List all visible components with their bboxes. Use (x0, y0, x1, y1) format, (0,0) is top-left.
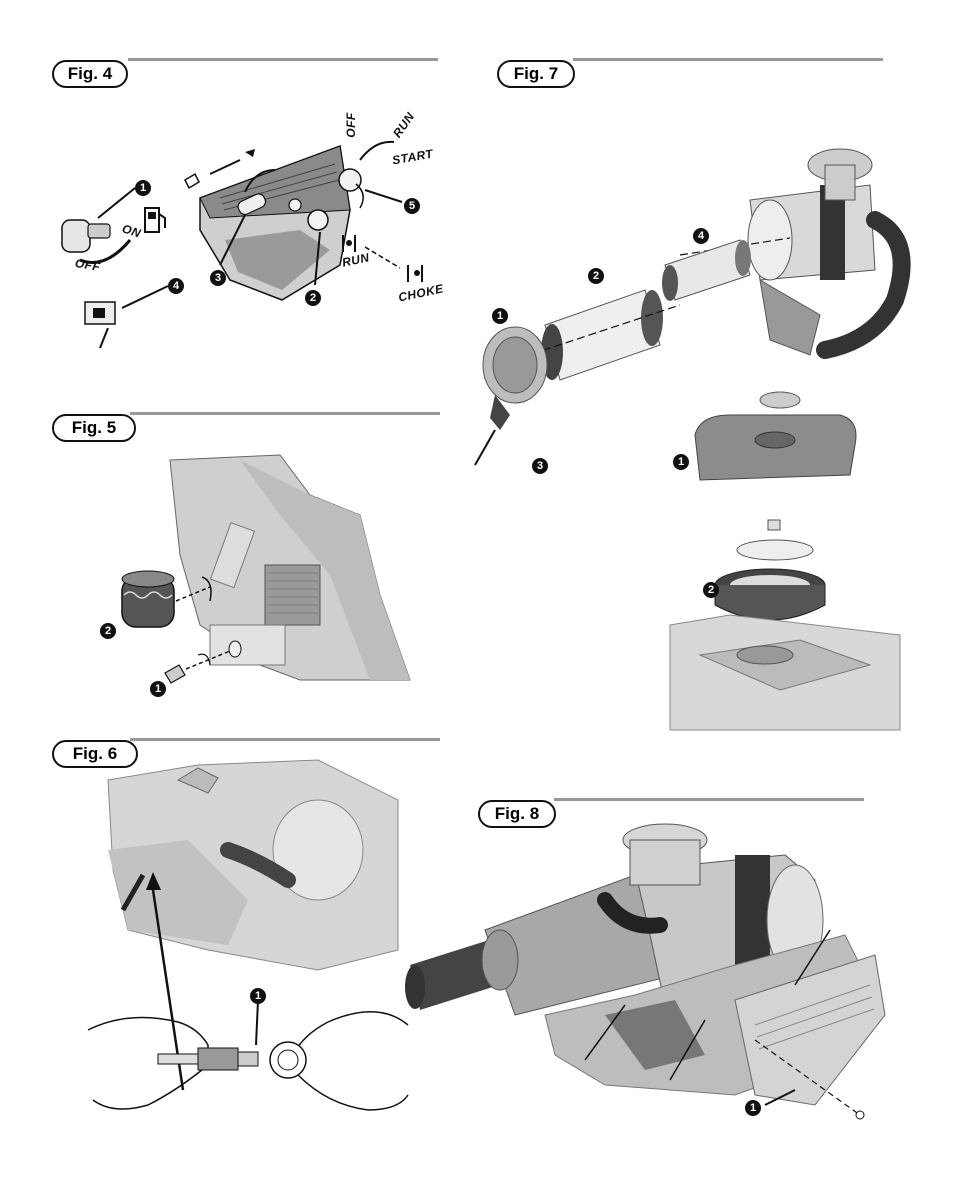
fig4-illustration: 1 2 3 4 5 ON OFF OFF RUN START RUN CHOKE (50, 90, 450, 350)
fig8-illustration: 1 (405, 815, 905, 1125)
fig5-callout-2: 2 (100, 623, 116, 639)
fuel-pump-icon (144, 207, 166, 233)
fig4-tab: Fig. 4 (52, 60, 128, 88)
drain-plug-icon (164, 640, 242, 684)
fig7-dual-element-drawing (669, 391, 901, 731)
fig5-tab: Fig. 5 (52, 414, 136, 442)
fig4-callout-5: 5 (404, 198, 420, 214)
fig4-callout-1: 1 (135, 180, 151, 196)
control-panel-icon (199, 144, 364, 301)
outer-filter-icon (541, 289, 663, 381)
toggle-switch-icon (84, 285, 169, 349)
fig4-drawing (61, 140, 423, 349)
gap-gauge-icon (269, 1041, 307, 1079)
fig5-illustration: 1 2 (100, 454, 411, 697)
fig7-air-filter-drawing (474, 148, 911, 466)
fig6-tab: Fig. 6 (52, 740, 138, 768)
fig5-drawing (121, 454, 411, 684)
muffler-icon (405, 874, 676, 1016)
cover-icon (694, 414, 857, 481)
air-cleaner-housing-icon (747, 148, 911, 359)
air-cleaner-cover-icon (482, 326, 548, 430)
fig7-air-filter-illustration: 1 2 3 4 (474, 140, 911, 480)
fig7-callout-1: 1 (492, 308, 508, 324)
throttle-symbol-icon (184, 149, 255, 190)
fig7-callout-2: 2 (588, 268, 604, 284)
fig7-callout-1b: 1 (673, 454, 689, 470)
fig8-rule (554, 798, 864, 801)
fig6-rule (130, 738, 440, 741)
fig7-tab: Fig. 7 (497, 60, 575, 88)
fig7-dual-element-illustration: 1 2 (669, 385, 901, 731)
fig6-illustration: 1 (87, 759, 409, 1135)
spark-plug-icon (157, 1047, 259, 1071)
fig4-rule (128, 58, 438, 61)
fig8-drawing (405, 823, 886, 1120)
fig8-tab: Fig. 8 (478, 800, 556, 828)
oil-filter-icon (121, 570, 175, 628)
fig6-callout-1: 1 (250, 988, 266, 1004)
run-choke-symbol-icon (342, 235, 423, 282)
fig7-callout-4: 4 (693, 228, 709, 244)
fig4-callout-3: 3 (210, 270, 226, 286)
fig7-callout-3: 3 (532, 458, 548, 474)
filter-ring-icon (714, 568, 826, 621)
fig4-callout-4: 4 (168, 278, 184, 294)
fig8-callout-1: 1 (745, 1100, 761, 1116)
key-switch-icon (61, 219, 132, 264)
fig7-rule (573, 58, 883, 61)
fig5-rule (130, 412, 440, 415)
engine-shroud-icon (734, 954, 886, 1106)
fig4-callout-2: 2 (305, 290, 321, 306)
fig7-callout-2b: 2 (703, 582, 719, 598)
fig5-callout-1: 1 (150, 681, 166, 697)
fig6-drawing (87, 759, 409, 1111)
fig4-label-off: OFF (343, 112, 358, 138)
inner-filter-icon (662, 239, 751, 301)
